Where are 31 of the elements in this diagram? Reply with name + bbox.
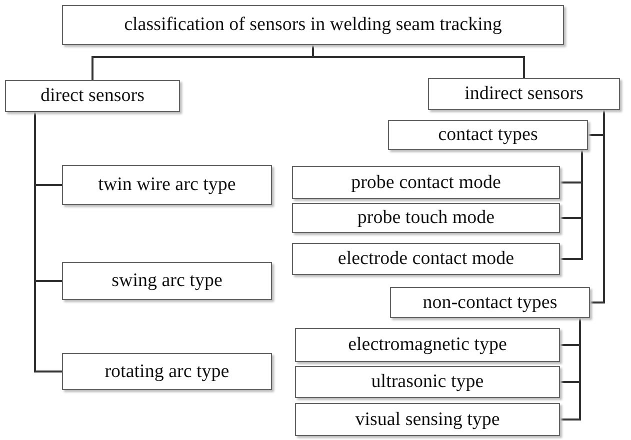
category-box [428, 78, 620, 110]
category-label: ultrasonic type [371, 371, 484, 393]
category-label: twin wire arc type [98, 174, 236, 196]
category-box [295, 403, 560, 436]
category-box [5, 80, 180, 112]
category-box [295, 366, 560, 398]
connector-line [590, 110, 605, 304]
category-label: electrode contact mode [338, 248, 514, 270]
category-box [292, 243, 560, 275]
category-label: electromagnetic type [348, 334, 507, 356]
category-box [295, 328, 560, 362]
category-label: visual sensing type [355, 408, 500, 430]
connector-line [34, 112, 62, 372]
category-box [62, 165, 272, 205]
category-box [62, 262, 272, 300]
category-label: rotating arc type [104, 360, 230, 382]
category-label: contact types [438, 124, 538, 146]
category-label: classification of sensors in welding seam tracking [124, 14, 502, 36]
category-box [292, 203, 560, 233]
category-box [292, 166, 560, 199]
category-box [62, 353, 272, 390]
category-label: direct sensors [40, 85, 144, 107]
category-label: probe contact mode [351, 172, 501, 194]
category-box [390, 287, 590, 318]
category-label: indirect sensors [464, 83, 584, 105]
connector-line [560, 150, 583, 260]
category-box [62, 5, 564, 45]
category-box [388, 120, 588, 150]
category-label: probe touch mode [357, 207, 495, 229]
category-label: non-contact types [422, 292, 558, 314]
category-label: swing arc type [112, 270, 222, 292]
